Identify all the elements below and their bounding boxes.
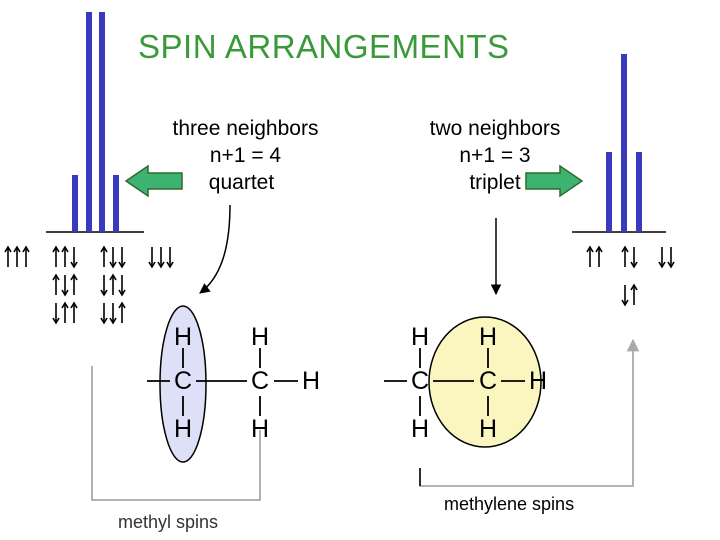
spin-arrow-down-icon <box>70 247 78 269</box>
spin-arrow-up-icon <box>100 245 108 267</box>
triplet-peak-2 <box>621 54 627 232</box>
spin-arrow-up-icon <box>630 283 638 305</box>
spin-arrow-up-icon <box>595 245 603 267</box>
left-methylene-h-top: H <box>251 323 270 351</box>
spin-arrow-up-icon <box>586 245 594 267</box>
methyl-caption: methyl spins <box>118 512 219 532</box>
spin-arrow-down-icon <box>61 275 69 297</box>
quartet-spin-arrows <box>4 245 174 325</box>
spin-arrow-down-icon <box>658 247 666 269</box>
spin-arrow-up-icon <box>70 301 78 323</box>
right-group-line1: two neighbors <box>429 117 561 140</box>
spin-arrow-down-icon <box>52 303 60 325</box>
spin-arrow-up-icon <box>109 273 117 295</box>
right-group-line2: n+1 = 3 <box>459 144 531 167</box>
quartet-peak-3 <box>99 12 105 232</box>
spin-arrow-down-icon <box>109 247 117 269</box>
right-green-arrow <box>525 164 584 198</box>
spin-arrow-down-icon <box>118 275 126 297</box>
page-title: SPIN ARRANGEMENTS <box>138 28 510 65</box>
left-methyl-c: C <box>174 367 193 395</box>
quartet-peak-1 <box>72 175 78 232</box>
spin-arrow-down-icon <box>621 285 629 307</box>
right-end-h: H <box>529 367 548 395</box>
spin-arrow-up-icon <box>118 301 126 323</box>
triplet-peak-1 <box>606 152 612 232</box>
methylene-caption: methylene spins <box>444 494 575 514</box>
spin-arrow-up-icon <box>4 245 12 267</box>
right-molecule-bonds <box>384 348 525 416</box>
left-methylene-c: C <box>251 367 270 395</box>
right-group-label: two neighbors n+1 = 3 triplet <box>410 115 580 196</box>
quartet-pointer-arrow <box>199 204 231 294</box>
left-group-line1: three neighbors <box>172 117 319 140</box>
spin-arrow-down-icon <box>667 247 675 269</box>
spin-arrow-down-icon <box>148 247 156 269</box>
spin-arrow-down-icon <box>100 275 108 297</box>
spin-arrow-up-icon <box>70 273 78 295</box>
spin-arrow-down-icon <box>100 303 108 325</box>
methyl-highlight <box>159 305 207 463</box>
right-methyl-h-bottom: H <box>411 415 430 443</box>
right-methylene-h-bottom: H <box>479 415 498 443</box>
left-methyl-h-bottom: H <box>174 415 193 443</box>
triplet-peak-3 <box>636 152 642 232</box>
triplet-peaks <box>572 54 666 233</box>
spin-arrow-up-icon <box>621 245 629 267</box>
spin-arrow-down-icon <box>166 247 174 269</box>
quartet-peak-4 <box>113 175 119 232</box>
spin-arrow-up-icon <box>52 245 60 267</box>
right-methyl-h-top: H <box>411 323 430 351</box>
left-group-line3: quartet <box>208 171 275 194</box>
spin-arrow-up-icon <box>22 245 30 267</box>
spin-arrow-up-icon <box>61 245 69 267</box>
triplet-spin-arrows <box>586 245 675 307</box>
left-end-h: H <box>302 367 321 395</box>
spin-arrow-down-icon <box>118 247 126 269</box>
spin-arrow-down-icon <box>157 247 165 269</box>
spin-arrow-up-icon <box>52 273 60 295</box>
methylene-highlight <box>428 316 542 448</box>
left-methylene-h-bottom: H <box>251 415 270 443</box>
left-group-label: three neighbors n+1 = 4 quartet <box>158 115 333 196</box>
right-methylene-h-top: H <box>479 323 498 351</box>
left-molecule-bonds <box>147 348 298 416</box>
methyl-bracket <box>91 366 261 501</box>
right-group-line3: triplet <box>469 171 521 194</box>
left-methyl-h-top: H <box>174 323 193 351</box>
quartet-peak-2 <box>86 12 92 232</box>
spin-arrow-down-icon <box>630 247 638 269</box>
right-methylene-c: C <box>479 367 498 395</box>
quartet-peaks <box>46 12 144 233</box>
left-group-line2: n+1 = 4 <box>209 144 282 167</box>
spin-arrow-up-icon <box>13 245 21 267</box>
right-methyl-c: C <box>411 367 430 395</box>
spin-arrow-down-icon <box>109 303 117 325</box>
left-green-arrow <box>124 164 183 198</box>
spin-arrow-up-icon <box>61 301 69 323</box>
